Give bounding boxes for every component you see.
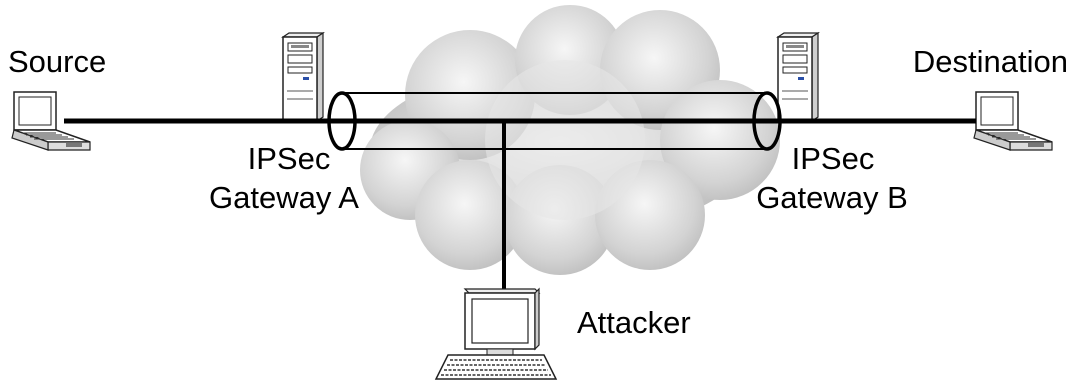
keyboard-icon [434, 354, 558, 380]
gateway-a-label-line2: Gateway A [209, 180, 359, 215]
gateway-a-label-line1: IPSec [248, 141, 331, 176]
gateway-b-server-icon [776, 31, 820, 123]
destination-label: Destination [913, 44, 1068, 79]
cloud-icon [360, 5, 780, 275]
attacker-label: Attacker [577, 305, 691, 340]
destination-laptop-icon [973, 91, 1053, 151]
gateway-b-label-line2: Gateway B [756, 180, 908, 215]
gateway-a-server-icon [281, 31, 325, 123]
attacker-desktop-icon [463, 287, 541, 356]
source-label: Source [8, 44, 106, 79]
source-laptop-icon [11, 91, 91, 151]
gateway-b-label-line1: IPSec [792, 141, 875, 176]
